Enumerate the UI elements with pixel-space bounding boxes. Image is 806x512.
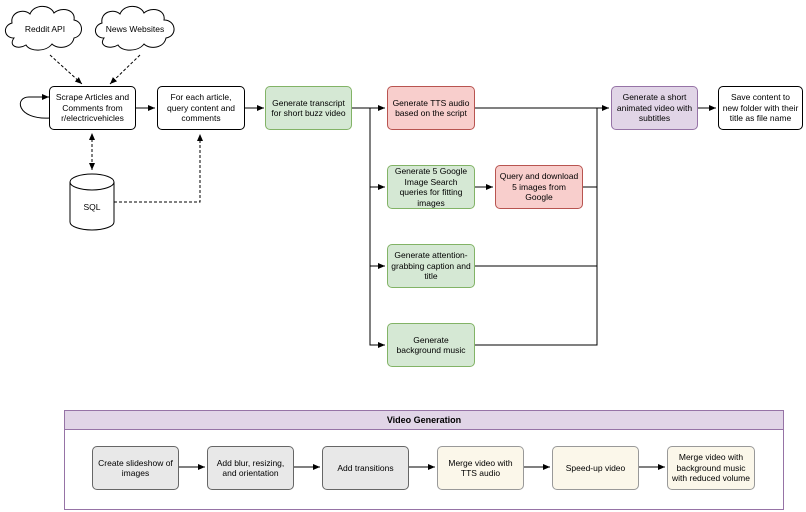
vg-step-speedup: Speed-up video [552,446,639,490]
save-content-node: Save content to new folder with their ti… [718,86,803,130]
vg-step-slideshow: Create slideshow of images [92,446,179,490]
sql-database-icon [69,173,115,231]
vg-step-merge-music: Merge video with background music with r… [667,446,755,490]
news-websites-label: News Websites [105,24,165,34]
query-content-node: For each article, query content and comm… [157,86,245,130]
image-queries-label: Generate 5 Google Image Search queries f… [394,166,468,208]
vg-step-label: Add transitions [337,462,394,473]
video-generation-panel: Video Generation [64,410,784,510]
vg-step-label: Add blur, resizing, and orientation [216,457,285,479]
news-websites-cloud [95,5,175,51]
transcript-node: Generate transcript for short buzz video [265,86,352,130]
bg-music-label: Generate background music [396,334,466,356]
bg-music-node: Generate background music [387,323,475,367]
download-images-label: Query and download 5 images from Google [499,171,579,203]
scrape-node: Scrape Articles and Comments from r/elec… [49,86,136,130]
tts-audio-label: Generate TTS audio based on the script [392,97,470,119]
vg-step-label: Merge video with background music with r… [672,452,750,484]
reddit-api-cloud [5,5,82,51]
vg-step-transitions: Add transitions [322,446,409,490]
query-content-label: For each article, query content and comm… [166,92,236,124]
animated-video-label: Generate a short animated video with sub… [616,92,693,124]
image-queries-node: Generate 5 Google Image Search queries f… [387,165,475,209]
caption-node: Generate attention-grabbing caption and … [387,244,475,288]
sql-label: SQL [83,202,101,212]
tts-audio-node: Generate TTS audio based on the script [387,86,475,130]
transcript-label: Generate transcript for short buzz video [271,97,346,119]
vg-step-label: Create slideshow of images [98,457,173,479]
vg-step-merge-tts: Merge video with TTS audio [437,446,524,490]
save-content-label: Save content to new folder with their ti… [722,92,799,124]
vg-step-label: Merge video with TTS audio [448,457,513,479]
reddit-api-label: Reddit API [24,24,66,34]
vg-step-blur: Add blur, resizing, and orientation [207,446,294,490]
animated-video-node: Generate a short animated video with sub… [611,86,698,130]
video-generation-title: Video Generation [65,411,783,430]
download-images-node: Query and download 5 images from Google [495,165,583,209]
caption-label: Generate attention-grabbing caption and … [391,250,471,282]
scrape-node-label: Scrape Articles and Comments from r/elec… [55,92,130,124]
vg-step-label: Speed-up video [565,462,626,473]
